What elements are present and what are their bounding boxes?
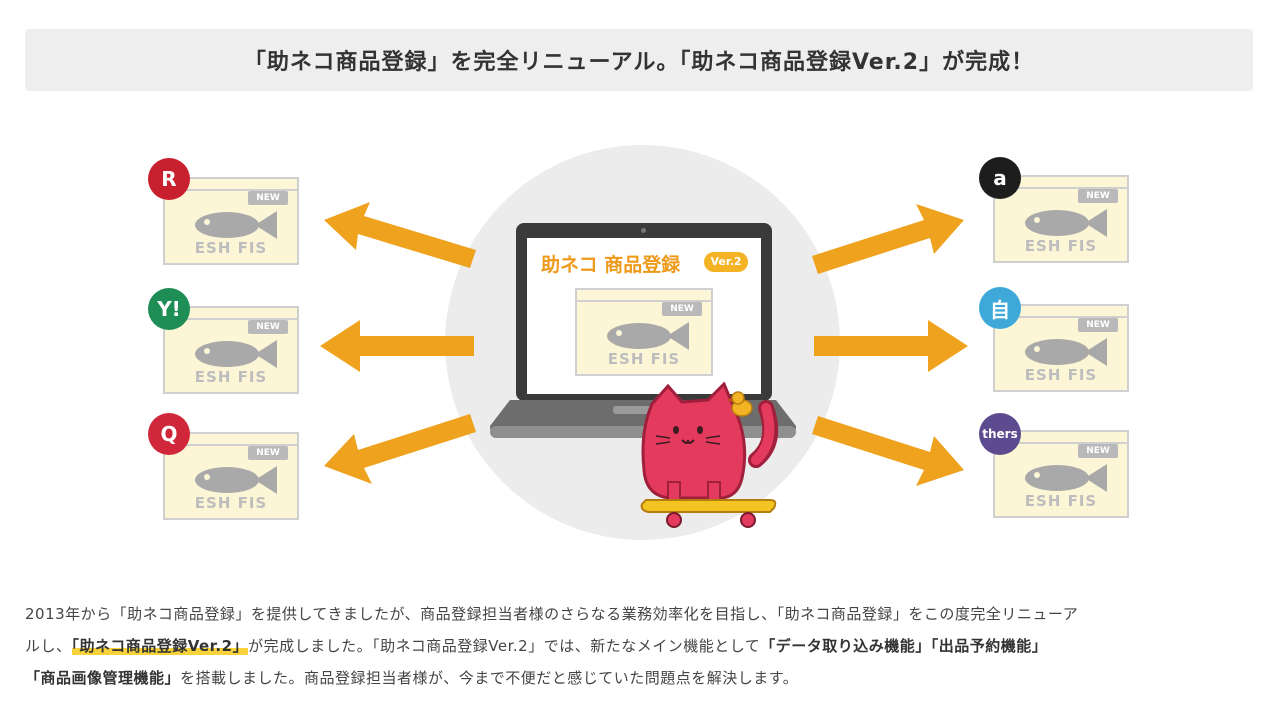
new-tag: NEW bbox=[662, 302, 702, 316]
description-line2b: が完成しました。「助ネコ商品登録Ver.2」では、新たなメイン機能として bbox=[248, 637, 761, 655]
page-headline: 「助ネコ商品登録」を完全リニューアル。「助ネコ商品登録Ver.2」が完成！ bbox=[25, 29, 1253, 91]
others-badge-icon: thers bbox=[979, 413, 1021, 455]
feature-image-management: 「商品画像管理機能」 bbox=[25, 669, 181, 687]
new-tag: NEW bbox=[248, 191, 288, 205]
laptop-camera bbox=[641, 228, 646, 233]
arrow-to-rakuten-icon bbox=[324, 202, 476, 268]
amazon-badge-icon: a bbox=[979, 157, 1021, 199]
fish-icon bbox=[1025, 209, 1107, 237]
description-line3: を搭載しました。商品登録担当者様が、今まで不便だと感じていた問題点を解決します。 bbox=[180, 669, 799, 687]
yahoo-badge-icon: Y! bbox=[148, 288, 190, 330]
description: 2013年から「助ネコ商品登録」を提供してきましたが、商品登録担当者様のさらなる… bbox=[25, 598, 1255, 694]
fish-icon bbox=[195, 211, 277, 239]
description-line2a: ルし、 bbox=[25, 637, 72, 655]
fish-label: ESH FIS bbox=[194, 239, 268, 257]
new-tag: NEW bbox=[248, 320, 288, 334]
fish-label: ESH FIS bbox=[194, 368, 268, 386]
fish-label: ESH FIS bbox=[1024, 237, 1098, 255]
own-site-badge-icon: 自 bbox=[979, 287, 1021, 329]
listing-card-yahoo: NEW ESH FIS bbox=[163, 306, 299, 394]
arrow-to-amazon-icon bbox=[812, 204, 964, 274]
new-tag: NEW bbox=[248, 446, 288, 460]
description-line1: 2013年から「助ネコ商品登録」を提供してきましたが、商品登録担当者様のさらなる… bbox=[25, 605, 1079, 623]
new-tag: NEW bbox=[1078, 189, 1118, 203]
cat-mascot-icon bbox=[640, 382, 779, 528]
arrow-to-yahoo-icon bbox=[320, 320, 474, 372]
fish-icon bbox=[195, 340, 277, 368]
fish-icon bbox=[1025, 338, 1107, 366]
feature-listing-reservation: 「出品予約機能」 bbox=[930, 637, 1048, 655]
fish-label: ESH FIS bbox=[1024, 366, 1098, 384]
arrow-to-own-site-icon bbox=[814, 320, 968, 372]
new-tag: NEW bbox=[1078, 444, 1118, 458]
app-version-badge: Ver.2 bbox=[704, 252, 748, 272]
fish-label: ESH FIS bbox=[194, 494, 268, 512]
new-tag: NEW bbox=[1078, 318, 1118, 332]
arrow-to-qoo10-icon bbox=[324, 414, 476, 484]
feature-data-import: 「データ取り込み機能」 bbox=[760, 637, 931, 655]
qoo10-badge-icon: Q bbox=[148, 413, 190, 455]
app-title: 助ネコ 商品登録 bbox=[541, 254, 681, 276]
fish-icon bbox=[195, 466, 277, 494]
product-name-highlight: 「助ネコ商品登録Ver.2」 bbox=[71, 637, 249, 655]
fish-label: ESH FIS bbox=[607, 350, 681, 368]
arrow-to-others-icon bbox=[812, 416, 964, 486]
fish-icon bbox=[1025, 464, 1107, 492]
laptop-listing-card: NEW ESH FIS bbox=[575, 288, 713, 376]
fish-icon bbox=[607, 322, 689, 350]
rakuten-badge-icon: R bbox=[148, 158, 190, 200]
fish-label: ESH FIS bbox=[1024, 492, 1098, 510]
